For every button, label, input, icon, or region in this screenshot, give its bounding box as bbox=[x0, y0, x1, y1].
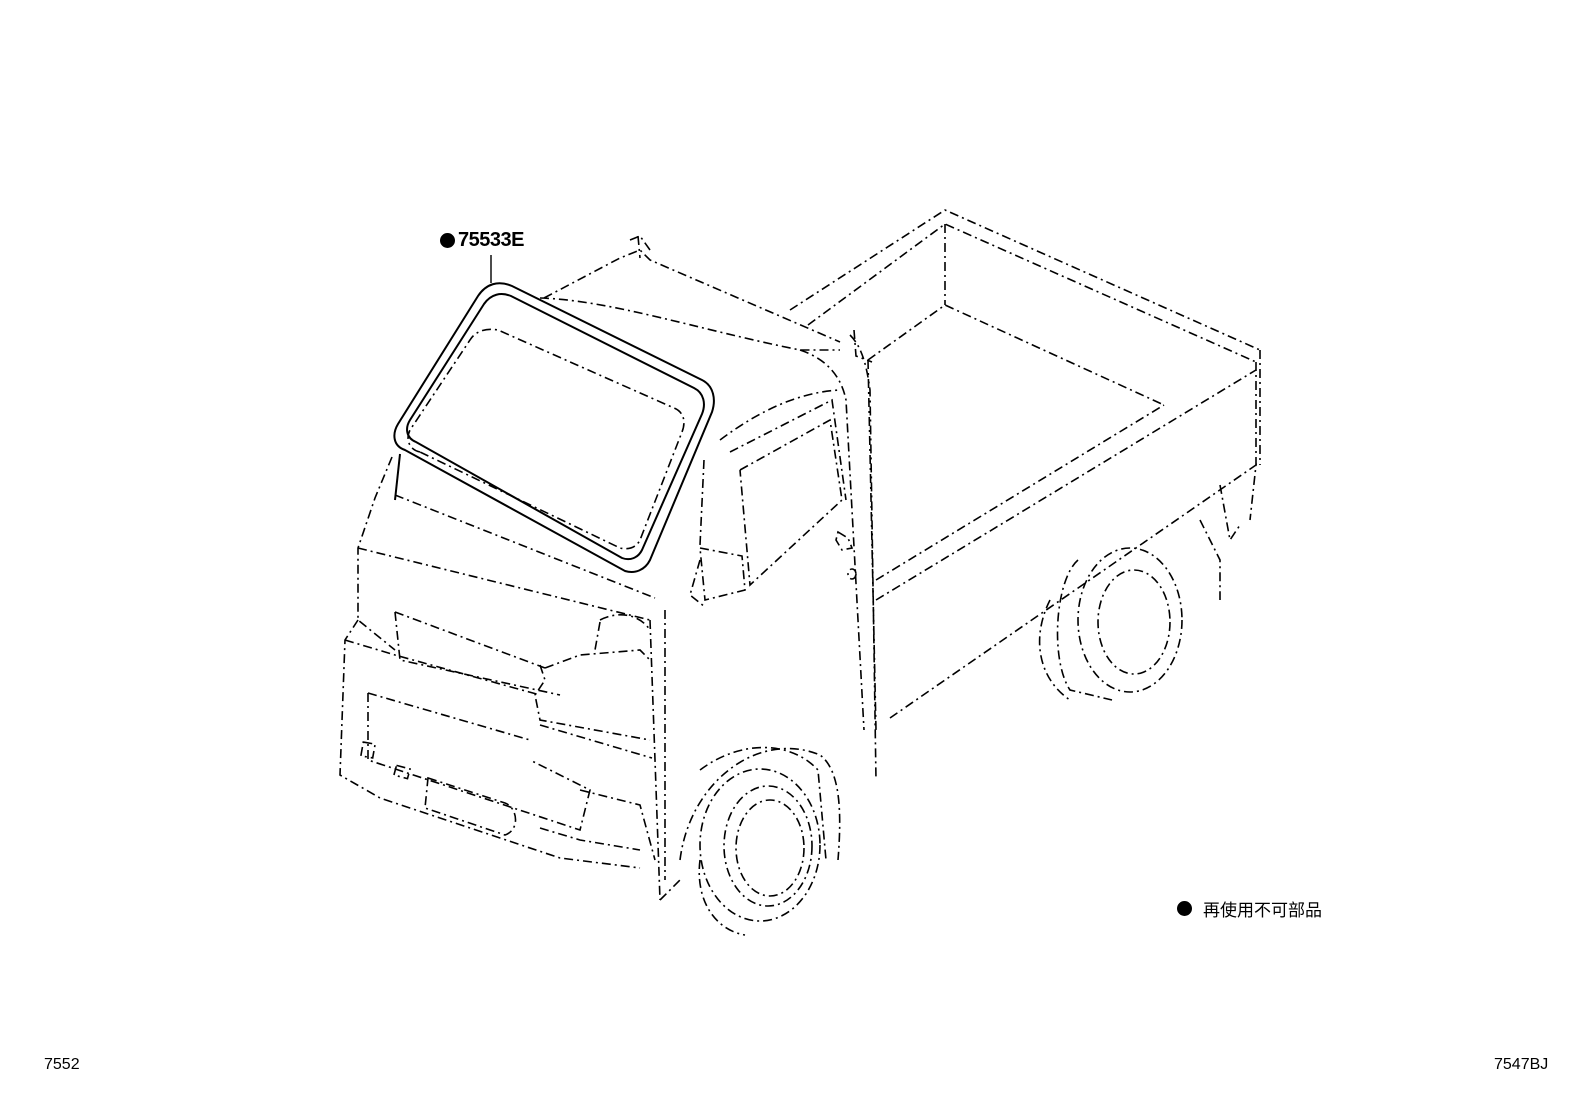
part-number: 75533E bbox=[458, 229, 524, 251]
front-wheel bbox=[659, 746, 841, 936]
cab-body bbox=[539, 235, 877, 781]
cab-front bbox=[339, 456, 666, 901]
legend-marker-icon bbox=[1177, 901, 1192, 916]
figure-code-right: 7547BJ bbox=[1494, 1056, 1549, 1073]
figure-code-left: 7552 bbox=[44, 1056, 80, 1073]
rear-wheel bbox=[1038, 547, 1183, 701]
non-reusable-marker-icon bbox=[440, 233, 455, 248]
legend: 再使用不可部品 bbox=[1177, 896, 1322, 921]
part-callout: 75533E bbox=[440, 229, 524, 252]
legend-text: 再使用不可部品 bbox=[1203, 901, 1322, 920]
windshield-moulding bbox=[393, 282, 715, 573]
